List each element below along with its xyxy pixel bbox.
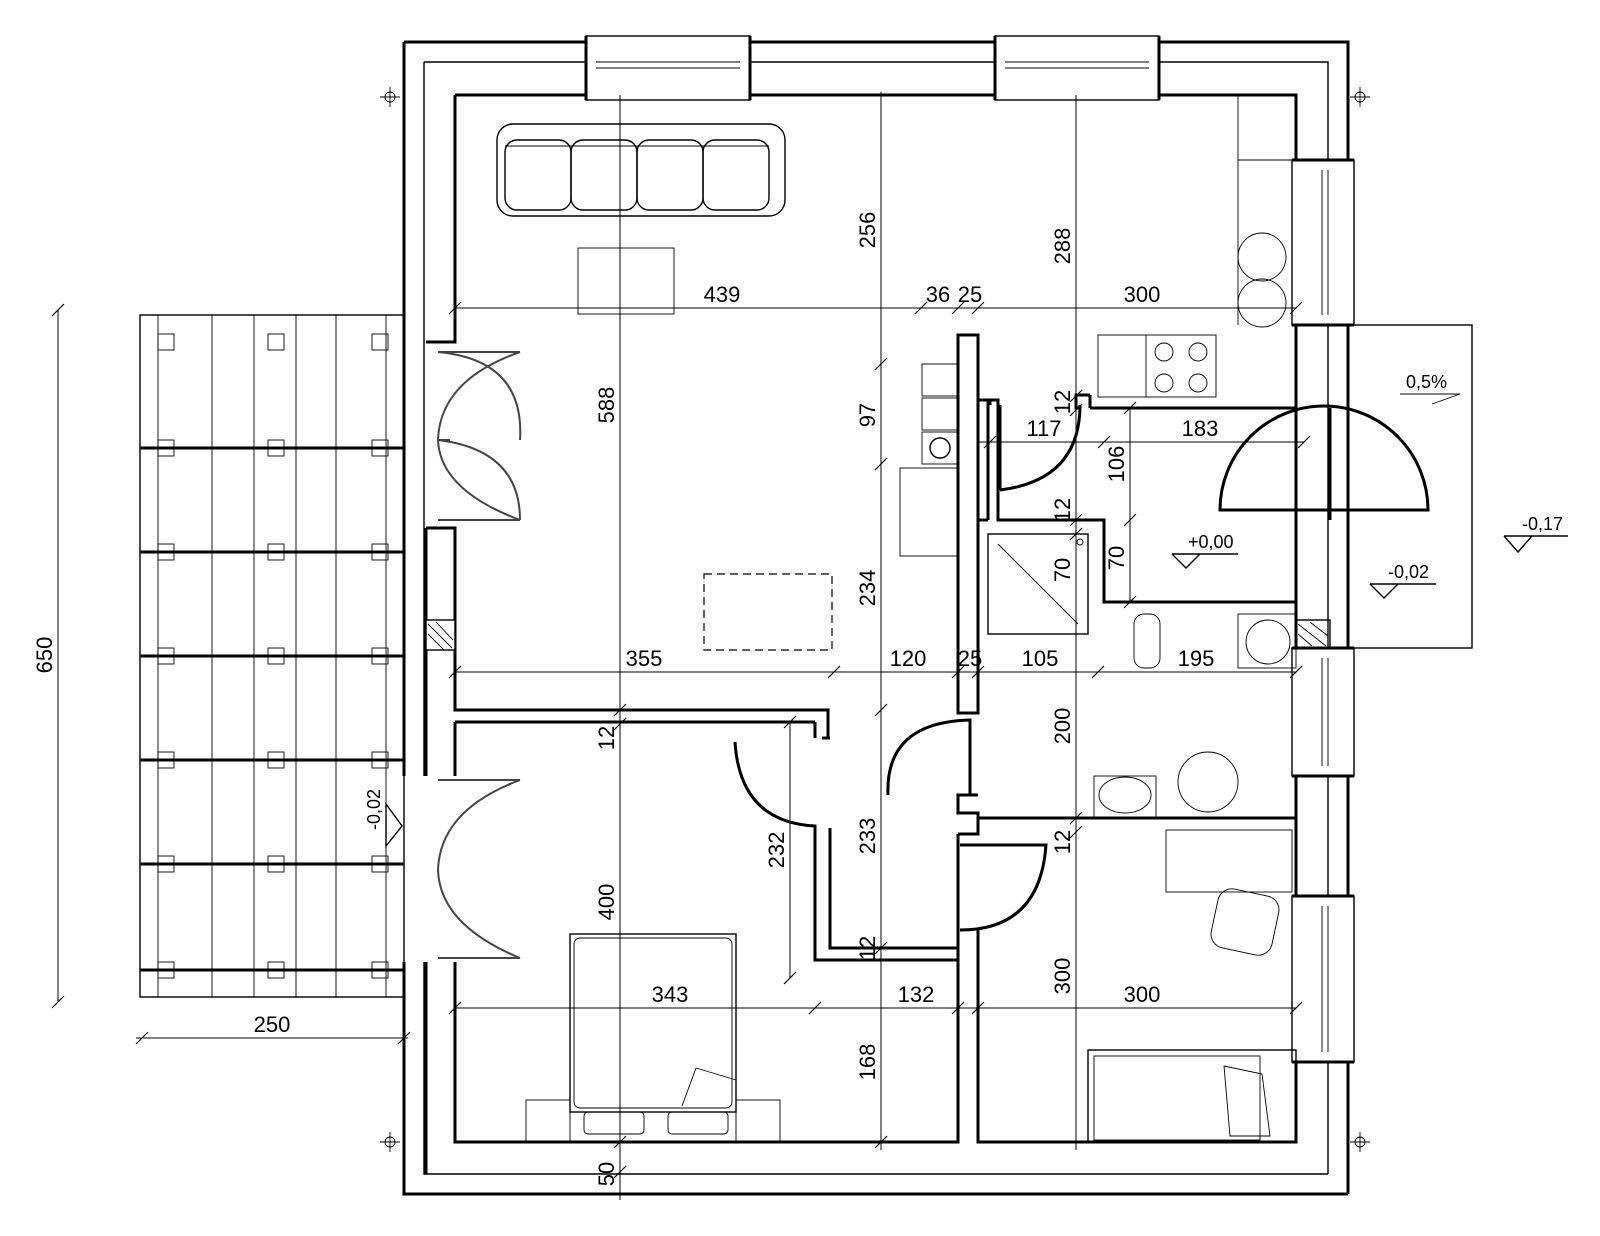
level-entrance: -0,02	[1388, 562, 1429, 582]
dim-kitchen-width: 300	[1124, 282, 1161, 307]
level-outside: -0,17	[1522, 514, 1563, 534]
dim-wall-36: 36	[926, 282, 950, 307]
dim-bed-343: 343	[652, 982, 689, 1007]
dim-hall-106: 106	[1104, 446, 1129, 483]
window-top-right	[993, 35, 1161, 101]
dim-overall-height: 650	[32, 637, 57, 674]
window-top-left	[584, 35, 752, 101]
dim-hall-183: 183	[1182, 416, 1219, 441]
level-markers: +0,00 -0,02 -0,17 -0,02 0,5%	[364, 372, 1568, 848]
terrace-door-lower	[436, 779, 521, 959]
dim-living-width: 439	[704, 282, 741, 307]
dim-bed-232: 232	[764, 832, 789, 869]
dim-12-kitchen: 12	[1050, 390, 1075, 414]
dim-shower-70b: 70	[1104, 546, 1129, 570]
dim-hall-233: 233	[855, 818, 880, 855]
dim-bed-168: 168	[855, 1044, 880, 1081]
terrace-deck	[139, 314, 405, 998]
dimension-labels: 650 250 439 36 25 300 588 256 288 97 234…	[32, 212, 1218, 1187]
dimension-ticks	[51, 301, 1311, 1179]
doors	[733, 404, 1430, 932]
dim-terrace-width: 250	[254, 1012, 291, 1037]
dining-table-dashed	[703, 573, 833, 651]
single-bed	[1087, 1049, 1297, 1143]
dim-bath-195: 195	[1178, 646, 1215, 671]
dimension-lines	[57, 92, 1304, 1200]
entrance-landing	[1347, 324, 1473, 649]
level-terrace: -0,02	[364, 789, 384, 830]
dim-bed-355: 355	[626, 646, 663, 671]
terrace-door-upper	[402, 339, 522, 528]
dim-bath-105: 105	[1022, 646, 1059, 671]
dim-bed2-300-vertical: 300	[1050, 958, 1075, 995]
boiler-unit	[899, 363, 959, 557]
slope-label: 0,5%	[1406, 372, 1447, 392]
dim-wall-50: 50	[594, 1162, 619, 1186]
dim-pantry-117: 117	[1026, 416, 1061, 441]
dim-12-shower: 12	[1050, 498, 1075, 522]
dim-bath-200: 200	[1050, 708, 1075, 745]
dim-hall-120: 120	[890, 646, 927, 671]
shower	[987, 533, 1089, 635]
dim-12-bath: 12	[1050, 830, 1075, 854]
dim-hall-132: 132	[898, 982, 935, 1007]
dim-bed-400: 400	[594, 884, 619, 921]
double-bed	[525, 933, 781, 1143]
dim-hall-97: 97	[855, 403, 880, 427]
level-floor: +0,00	[1188, 532, 1234, 552]
window-right-bedroom	[1291, 894, 1355, 1064]
dim-shower-70a: 70	[1050, 558, 1075, 582]
coffee-table	[577, 247, 675, 315]
dim-12-bed: 12	[594, 726, 619, 750]
dim-living-top: 256	[855, 212, 880, 249]
chimney-block	[425, 619, 456, 651]
axis-markers	[380, 87, 1370, 1152]
dim-wall-25-mid: 25	[958, 646, 982, 671]
dim-wall-25-top: 25	[958, 282, 982, 307]
chimney-hatch	[427, 621, 454, 651]
dim-bed2-300-horizontal: 300	[1124, 982, 1161, 1007]
dim-12-hall: 12	[855, 936, 880, 960]
bathroom-fixtures	[1093, 613, 1297, 819]
dim-kitchen-depth: 288	[1050, 228, 1075, 265]
desk-and-chair	[1165, 829, 1293, 956]
dim-living-depth: 588	[594, 387, 619, 424]
window-right-kitchen	[1291, 158, 1355, 327]
sofa	[496, 123, 786, 217]
dim-hall-234: 234	[855, 570, 880, 607]
kitchen-counter	[1097, 95, 1296, 398]
